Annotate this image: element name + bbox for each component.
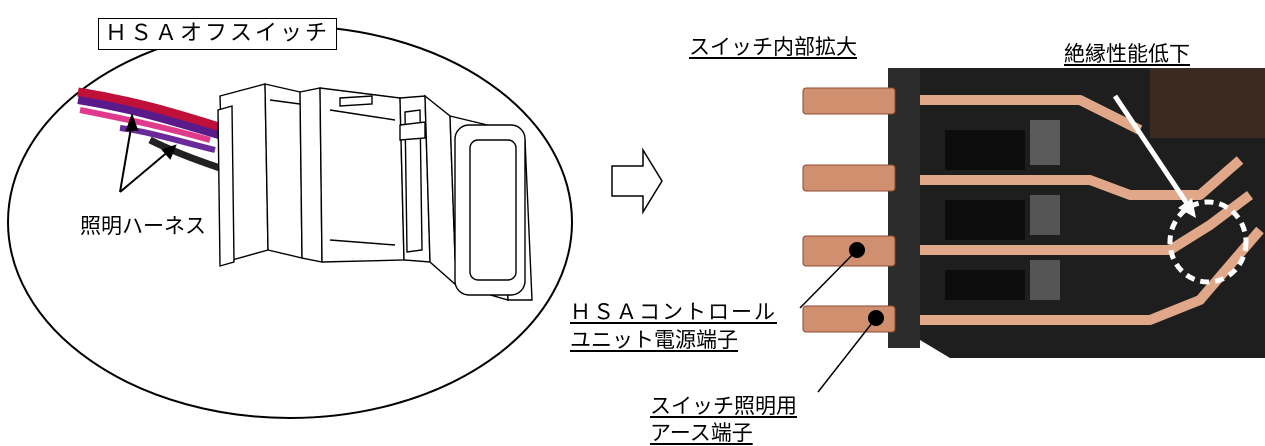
insulation-dotted-circle: [1167, 199, 1249, 285]
earth-terminal-label-line1: スイッチ照明用: [650, 394, 797, 418]
insulation-label: 絶縁性能低下: [1064, 42, 1190, 66]
internal-title: スイッチ内部拡大: [689, 35, 857, 59]
earth-terminal-leader: [817, 317, 877, 393]
transition-arrow: [611, 147, 663, 215]
switch-body: [217, 83, 533, 301]
insulation-pointer-arrowhead: [1178, 198, 1196, 218]
harness-wires: [77, 87, 224, 172]
hsa-terminal-leader: [799, 249, 858, 309]
copper-traces: [920, 95, 1264, 325]
earth-terminal-label-line2: アース端子: [650, 421, 753, 445]
insulation-pointer-arrow: [1112, 94, 1191, 207]
hsa-terminal-label-line1: ＨＳＡコントロール: [570, 300, 777, 324]
harness-label: 照明ハーネス: [80, 214, 206, 238]
hsa-terminal-label-line2: ユニット電源端子: [570, 328, 738, 352]
harness-pointer-arrows: [119, 113, 177, 193]
switch-title-box: ＨＳＡオフスイッチ: [98, 18, 338, 50]
